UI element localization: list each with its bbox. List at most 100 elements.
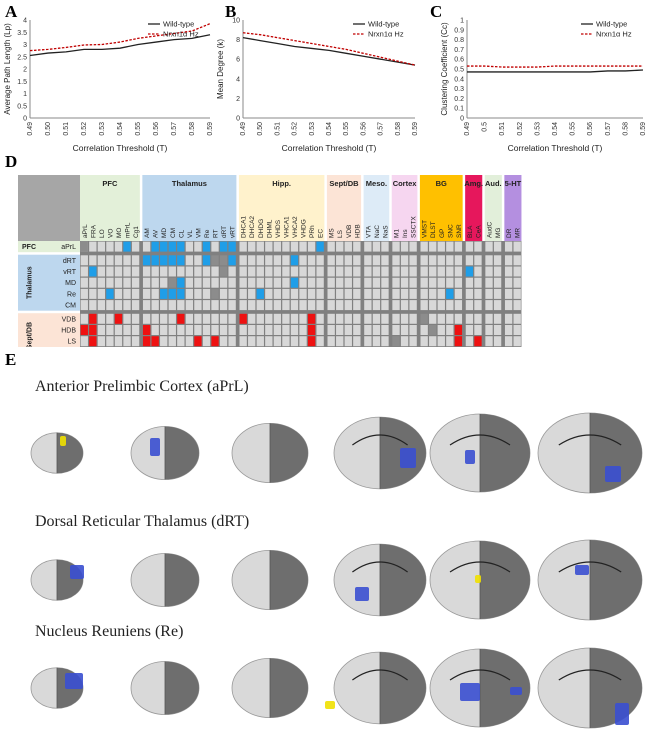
cell — [353, 325, 361, 335]
cell-blue — [160, 288, 168, 299]
cell — [353, 300, 361, 311]
column-label: Cg1 — [133, 226, 140, 238]
cell — [493, 288, 502, 299]
cell — [420, 241, 428, 252]
column-label: MR — [515, 228, 522, 238]
column-label: AudC — [487, 221, 494, 238]
cell — [273, 300, 282, 311]
cell — [123, 266, 131, 277]
cell — [465, 325, 474, 335]
cell — [228, 300, 236, 311]
cell — [454, 266, 463, 277]
x-tick-label: 0.49 — [464, 122, 471, 136]
cell — [282, 325, 290, 335]
cell — [123, 288, 131, 299]
legend-label-nrxn1a-hz: Nrxn1α Hz — [368, 30, 404, 39]
cell — [465, 336, 474, 347]
column-label: SSCTX — [411, 216, 418, 238]
cell — [248, 313, 256, 324]
legend-label-nrxn1a-hz: Nrxn1α Hz — [163, 30, 199, 39]
cell — [485, 241, 493, 252]
cell — [299, 325, 307, 335]
brain-section-atlas — [165, 661, 199, 715]
row-label: aPrL — [61, 244, 76, 251]
cell — [327, 288, 335, 299]
cell — [344, 288, 352, 299]
column-group-header — [419, 175, 463, 241]
cell — [282, 336, 290, 347]
cell — [265, 300, 273, 311]
cell — [114, 288, 123, 299]
hippocampus-outline — [558, 561, 622, 573]
cell — [194, 325, 202, 335]
cell — [219, 300, 228, 311]
legend-label-wildtype: Wild-type — [368, 20, 399, 29]
row-label: LS — [67, 339, 76, 346]
column-label: DR — [506, 228, 513, 238]
cell-red — [454, 325, 463, 335]
cell — [420, 277, 428, 288]
x-tick-label: 0.52 — [81, 122, 88, 136]
column-group-label: 5-HT — [505, 179, 522, 188]
cell — [239, 241, 247, 252]
x-tick-label: 0.59 — [640, 122, 647, 136]
cell — [465, 277, 474, 288]
x-axis-label: Correlation Threshold (T) — [282, 143, 377, 153]
cell — [400, 277, 409, 288]
cell — [248, 255, 256, 266]
region-highlight — [400, 448, 416, 468]
cell — [446, 241, 454, 252]
column-label: VHDG — [301, 219, 308, 238]
column-label: dRT — [221, 226, 228, 238]
x-tick-label: 0.57 — [171, 122, 178, 136]
cell — [219, 288, 228, 299]
cell — [429, 255, 437, 266]
hippocampus-outline — [352, 561, 408, 573]
cell — [381, 325, 389, 335]
column-label: RT — [213, 229, 220, 238]
cell — [299, 266, 307, 277]
cell — [89, 255, 97, 266]
y-tick-label: 0.7 — [454, 47, 464, 54]
region-highlight — [150, 438, 160, 456]
cell — [265, 325, 273, 335]
cell — [420, 266, 428, 277]
cell — [316, 266, 324, 277]
cell — [381, 255, 389, 266]
row-label: CM — [65, 303, 76, 310]
y-tick-label: 2 — [23, 67, 27, 74]
y-tick-label: 0 — [23, 116, 27, 123]
cell — [185, 336, 194, 347]
cell — [256, 300, 264, 311]
cell — [239, 325, 247, 335]
brain-section-atlas — [480, 414, 530, 492]
cell — [336, 266, 344, 277]
y-tick-label: 0.5 — [17, 103, 27, 110]
cell — [381, 241, 389, 252]
region-highlight — [355, 587, 369, 601]
cell — [211, 300, 219, 311]
cell — [282, 300, 290, 311]
cell — [168, 325, 176, 335]
column-group-label: Sept/DB — [329, 179, 359, 188]
column-label: DLST — [430, 221, 437, 238]
column-label: vRT — [230, 226, 237, 238]
column-label: VHCA1 — [283, 216, 290, 238]
brain-section-atlas — [380, 652, 426, 724]
cell-gray — [219, 255, 228, 266]
cell — [364, 241, 372, 252]
cell — [97, 313, 106, 324]
cell-blue — [177, 241, 185, 252]
x-tick-label: 0.59 — [412, 122, 419, 136]
cell — [381, 336, 389, 347]
cell — [513, 241, 521, 252]
cell — [290, 313, 299, 324]
cell — [290, 288, 299, 299]
cell — [307, 277, 316, 288]
cell — [485, 255, 493, 266]
cell-red — [142, 325, 151, 335]
cell — [336, 288, 344, 299]
cell — [106, 277, 114, 288]
column-label: VM — [195, 228, 202, 238]
